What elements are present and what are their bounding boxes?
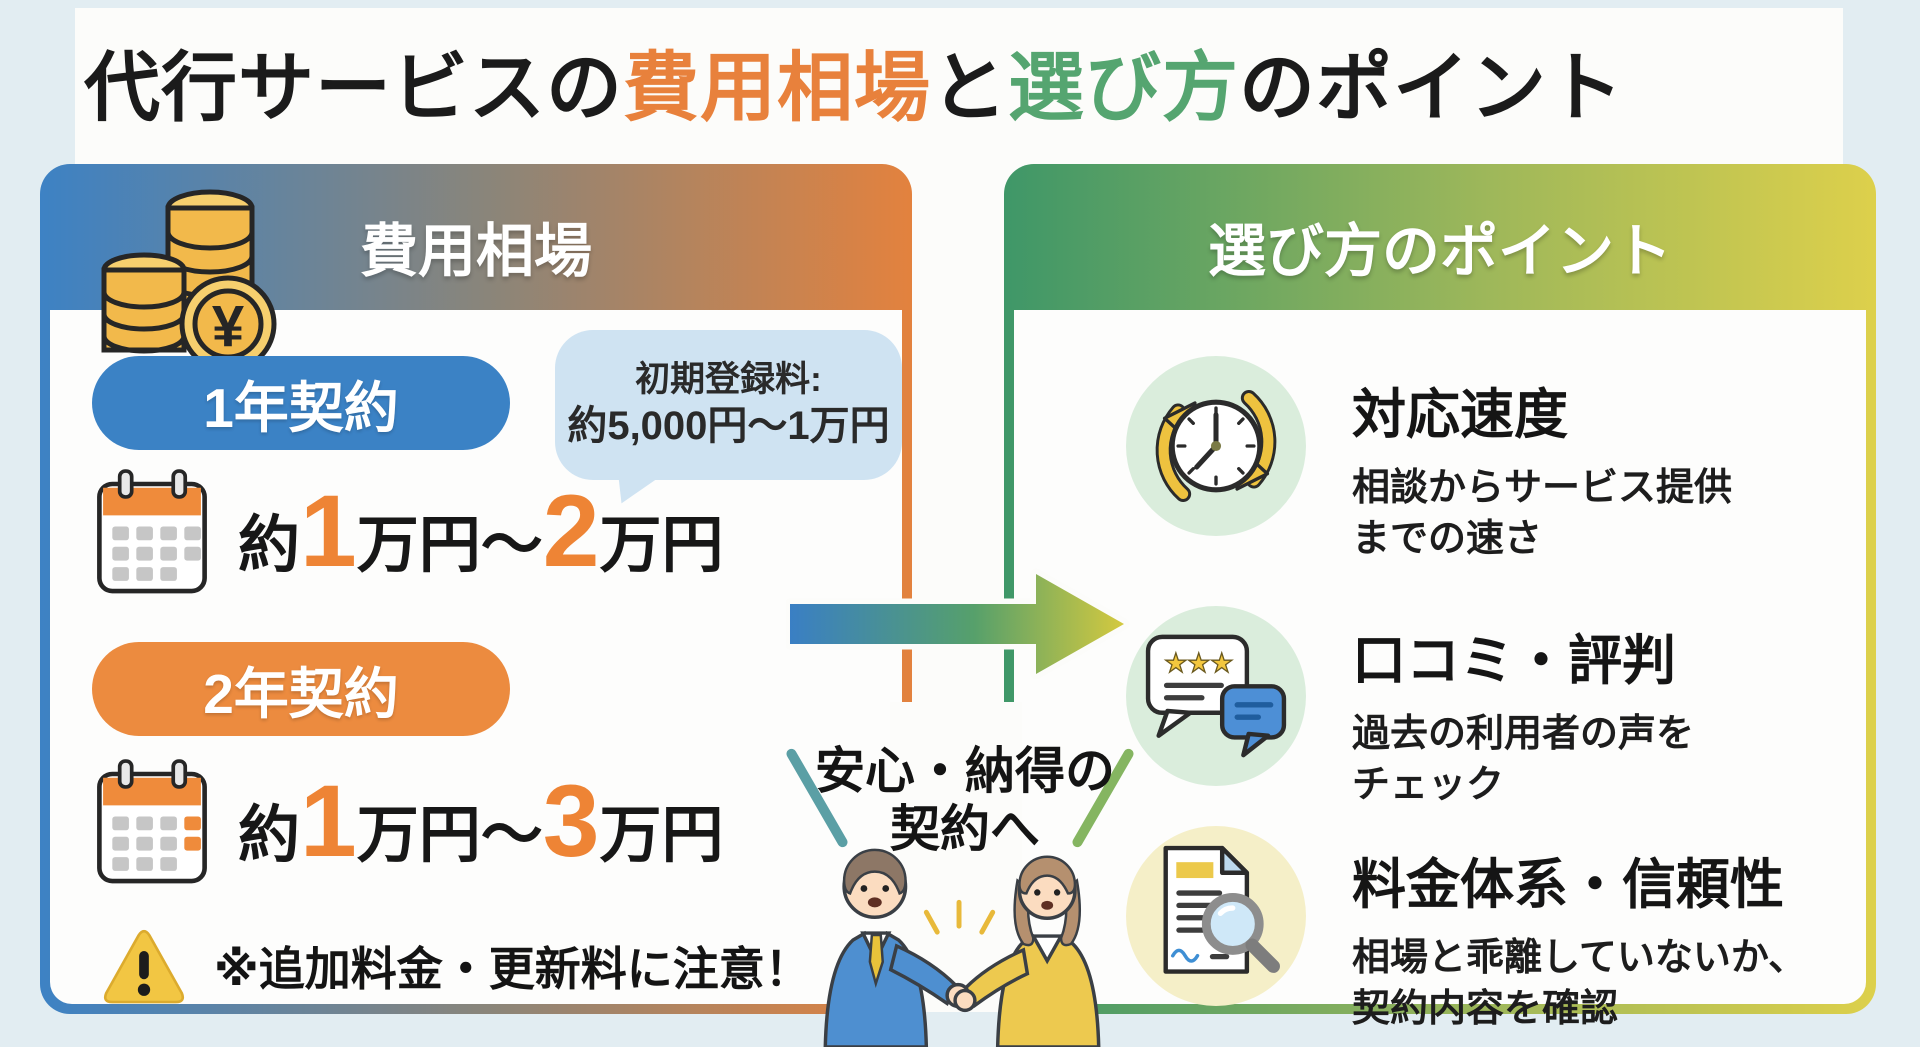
price-2year: 約 1 万円〜 3 万円 <box>238 770 724 874</box>
price-digit: 2 <box>542 474 600 588</box>
review-stars-chat-icon: ★ ★ ★ <box>1145 634 1287 758</box>
contract-2year-pill: 2年契約 <box>92 642 510 736</box>
price-row-2year: 約 1 万円〜 3 万円 <box>92 752 724 892</box>
point-speed-desc: 相談からサービス提供 までの速さ <box>1352 467 1733 561</box>
price-prefix: 約 <box>238 801 301 870</box>
document-magnifier-icon <box>1163 845 1280 974</box>
initial-fee-line2: 約5,000円〜1万円 <box>567 403 890 448</box>
title-segment: 代行サービスの <box>84 46 623 131</box>
point-circle-pricing <box>1126 826 1306 1006</box>
page-title: 代行サービスの費用相場と選び方のポイント <box>84 26 1624 136</box>
cost-panel: 費用相場 ¥ 1年契約 初期登録料: 約5,000円〜1万円 <box>40 164 912 1014</box>
contract-1year-label: 1年契約 <box>203 377 399 439</box>
warning-row: ※追加料金・更新料に注意！ <box>100 926 811 1006</box>
point-review-title: 口コミ・評判 <box>1352 631 1676 691</box>
svg-text:★: ★ <box>1187 648 1211 678</box>
transition-arrow-icon <box>786 568 1130 680</box>
title-segment-cost: 費用相場 <box>623 46 931 131</box>
coins-yen-icon: ¥ <box>101 189 277 373</box>
title-segment-choose: 選び方 <box>1008 46 1239 131</box>
svg-text:¥: ¥ <box>212 294 244 359</box>
price-digit: 1 <box>300 764 357 878</box>
point-pricing: 料金体系・信頼性 相場と乖離していないか、 契約内容を確認 <box>1352 840 1852 1036</box>
calendar-icon <box>97 469 207 594</box>
price-prefix: 約 <box>238 511 301 580</box>
price-digit: 1 <box>300 474 357 588</box>
title-segment: と <box>931 46 1008 131</box>
selection-panel: 選び方のポイント 対応速度 相談からサービス提供 までの速さ <box>1004 164 1876 1030</box>
svg-text:★: ★ <box>1210 648 1234 678</box>
initial-fee-line1: 初期登録料: <box>635 360 822 400</box>
price-digit: 3 <box>542 764 600 878</box>
price-unit: 万円 <box>599 511 724 580</box>
initial-fee-bubble: 初期登録料: 約5,000円〜1万円 <box>555 330 902 511</box>
point-circle-speed <box>1126 356 1306 536</box>
selection-panel-title: 選び方のポイント <box>1207 219 1672 284</box>
price-1year: 約 1 万円〜 2 万円 <box>238 480 724 584</box>
handshake-illustration <box>823 848 1101 1047</box>
cost-panel-title: 費用相場 <box>359 219 592 284</box>
title-segment: のポイント <box>1239 46 1624 131</box>
point-pricing-desc: 相場と乖離していないか、 契約内容を確認 <box>1352 937 1807 1031</box>
price-unit: 万円〜 <box>356 511 543 580</box>
contract-1year-pill: 1年契約 <box>92 356 510 450</box>
point-pricing-title: 料金体系・信頼性 <box>1352 855 1784 915</box>
price-row-1year: 約 1 万円〜 2 万円 <box>92 462 724 602</box>
contract-2year-label: 2年契約 <box>203 663 399 725</box>
clock-speed-icon <box>1155 390 1277 502</box>
price-unit: 万円〜 <box>356 801 543 870</box>
warning-triangle-icon <box>103 929 185 1004</box>
point-circle-review: ★ ★ ★ <box>1126 606 1306 786</box>
middle-label: 安心・納得の 契約へ <box>815 743 1115 857</box>
calendar-icon <box>97 759 207 884</box>
point-speed: 対応速度 相談からサービス提供 までの速さ <box>1352 370 1852 566</box>
point-speed-title: 対応速度 <box>1352 385 1568 445</box>
svg-text:★: ★ <box>1164 648 1188 678</box>
point-review-desc: 過去の利用者の声を チェック <box>1352 713 1695 807</box>
warning-text: ※追加料金・更新料に注意！ <box>214 943 811 995</box>
price-unit: 万円 <box>599 801 724 870</box>
point-review: 口コミ・評判 過去の利用者の声を チェック <box>1352 616 1852 812</box>
